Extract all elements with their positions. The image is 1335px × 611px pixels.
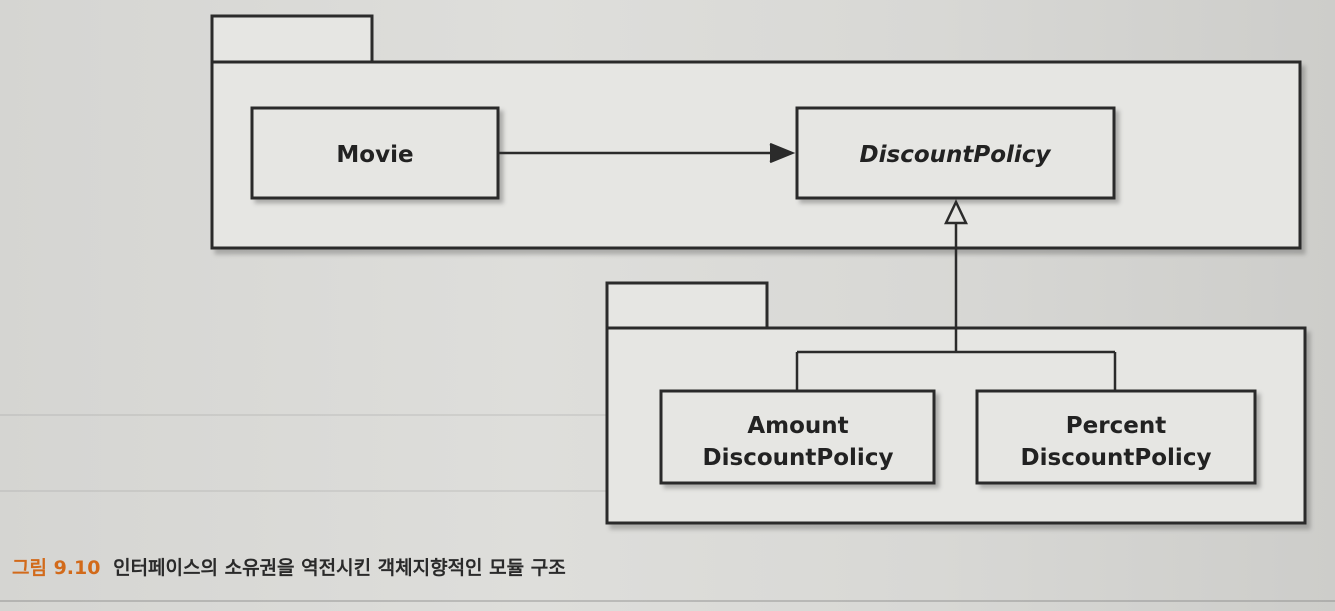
bleed-through-line <box>0 490 660 492</box>
top-package-tab <box>210 14 374 64</box>
discount-policy-class: DiscountPolicy <box>795 106 1116 200</box>
amount-discount-policy-class: Amount DiscountPolicy <box>659 389 936 485</box>
amount-discount-policy-box <box>659 389 936 485</box>
figure-caption: 그림 9.10 인터페이스의 소유권을 역전시킨 객체지향적인 모듈 구조 <box>12 553 566 580</box>
movie-class: Movie <box>250 106 500 200</box>
amount-discount-policy-label-line1: Amount <box>747 413 848 439</box>
percent-discount-policy-label-line1: Percent <box>1066 413 1166 439</box>
bottom-package-tab <box>605 281 769 330</box>
percent-discount-policy-box <box>975 389 1257 485</box>
dependency-arrow <box>498 142 796 164</box>
percent-discount-policy-class: Percent DiscountPolicy <box>975 389 1257 485</box>
percent-discount-policy-label-line2: DiscountPolicy <box>1021 445 1212 471</box>
discount-policy-class-box <box>795 106 1116 200</box>
bleed-through-line <box>0 414 660 416</box>
figure-number: 그림 9.10 <box>12 557 101 579</box>
generalization-connector <box>795 199 1117 391</box>
movie-class-label: Movie <box>336 142 413 168</box>
figure-caption-text: 인터페이스의 소유권을 역전시킨 객체지향적인 모듈 구조 <box>113 557 566 579</box>
discount-policy-class-label: DiscountPolicy <box>860 142 1052 168</box>
amount-discount-policy-label-line2: DiscountPolicy <box>703 445 894 471</box>
caption-divider <box>0 600 1335 602</box>
